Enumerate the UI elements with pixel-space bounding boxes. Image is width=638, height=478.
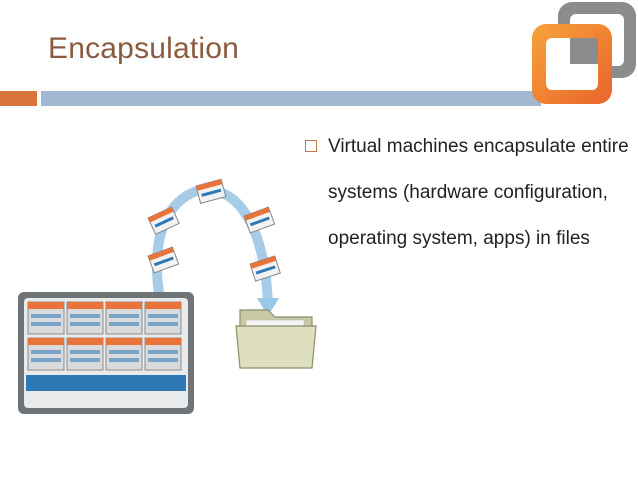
title-accent-blue-bar: [41, 91, 541, 106]
title-accent-orange-bar: [0, 91, 37, 106]
vm-file: [249, 255, 281, 282]
folder-icon: [235, 309, 317, 369]
arrow-head-right: [257, 298, 279, 316]
slide-title: Encapsulation: [48, 32, 240, 65]
vm-file: [195, 178, 227, 204]
transfer-arrow: [152, 184, 273, 310]
vm-file: [147, 206, 180, 235]
server-rack-icon: [18, 292, 194, 414]
vm-file: [243, 206, 276, 234]
vmware-logo-icon: [532, 2, 636, 104]
bullet-list: Virtual machines encapsulate entire syst…: [305, 124, 630, 262]
square-bullet-icon: [305, 140, 317, 152]
vm-file: [147, 246, 180, 274]
bullet-text: Virtual machines encapsulate entire syst…: [328, 136, 629, 249]
bullet-item: Virtual machines encapsulate entire syst…: [305, 124, 630, 262]
encapsulation-diagram: [18, 178, 317, 414]
